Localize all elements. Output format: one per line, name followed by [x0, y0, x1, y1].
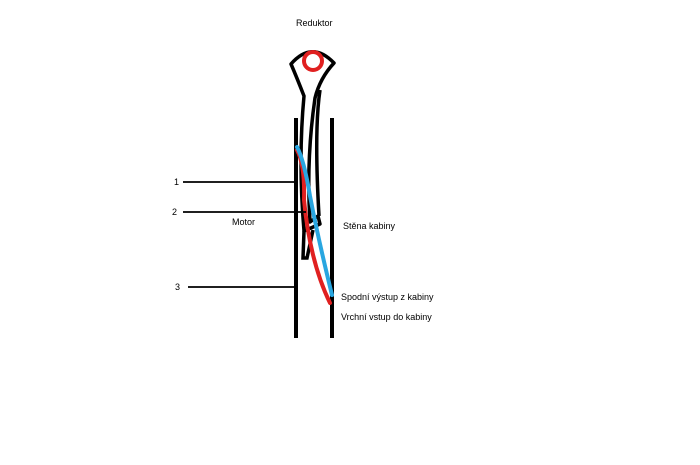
cabin-wall-label: Stěna kabiny — [343, 221, 396, 231]
upper-entry-label: Vrchní vstup do kabiny — [341, 312, 432, 322]
blue-wire — [295, 145, 334, 297]
motor-shaft — [314, 89, 322, 217]
motor-label: Motor — [232, 217, 255, 227]
marker-2-label: 2 — [172, 207, 177, 217]
reducer-ring — [302, 50, 324, 72]
marker-3-label: 3 — [175, 282, 180, 292]
lower-exit-label: Spodní výstup z kabiny — [341, 292, 434, 302]
marker-1-label: 1 — [174, 177, 179, 187]
reducer-label: Reduktor — [296, 18, 333, 28]
